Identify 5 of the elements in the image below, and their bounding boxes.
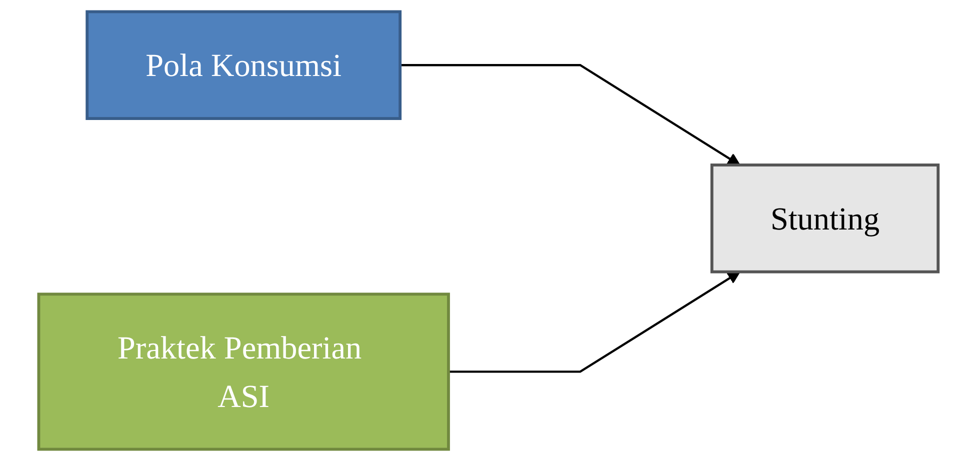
node-box: Praktek Pemberian ASI (36, 292, 450, 451)
node-box: Pola Konsumsi (85, 10, 402, 120)
arrow (448, 271, 740, 373)
node-box: Stunting (710, 164, 940, 274)
arrow (400, 64, 740, 166)
